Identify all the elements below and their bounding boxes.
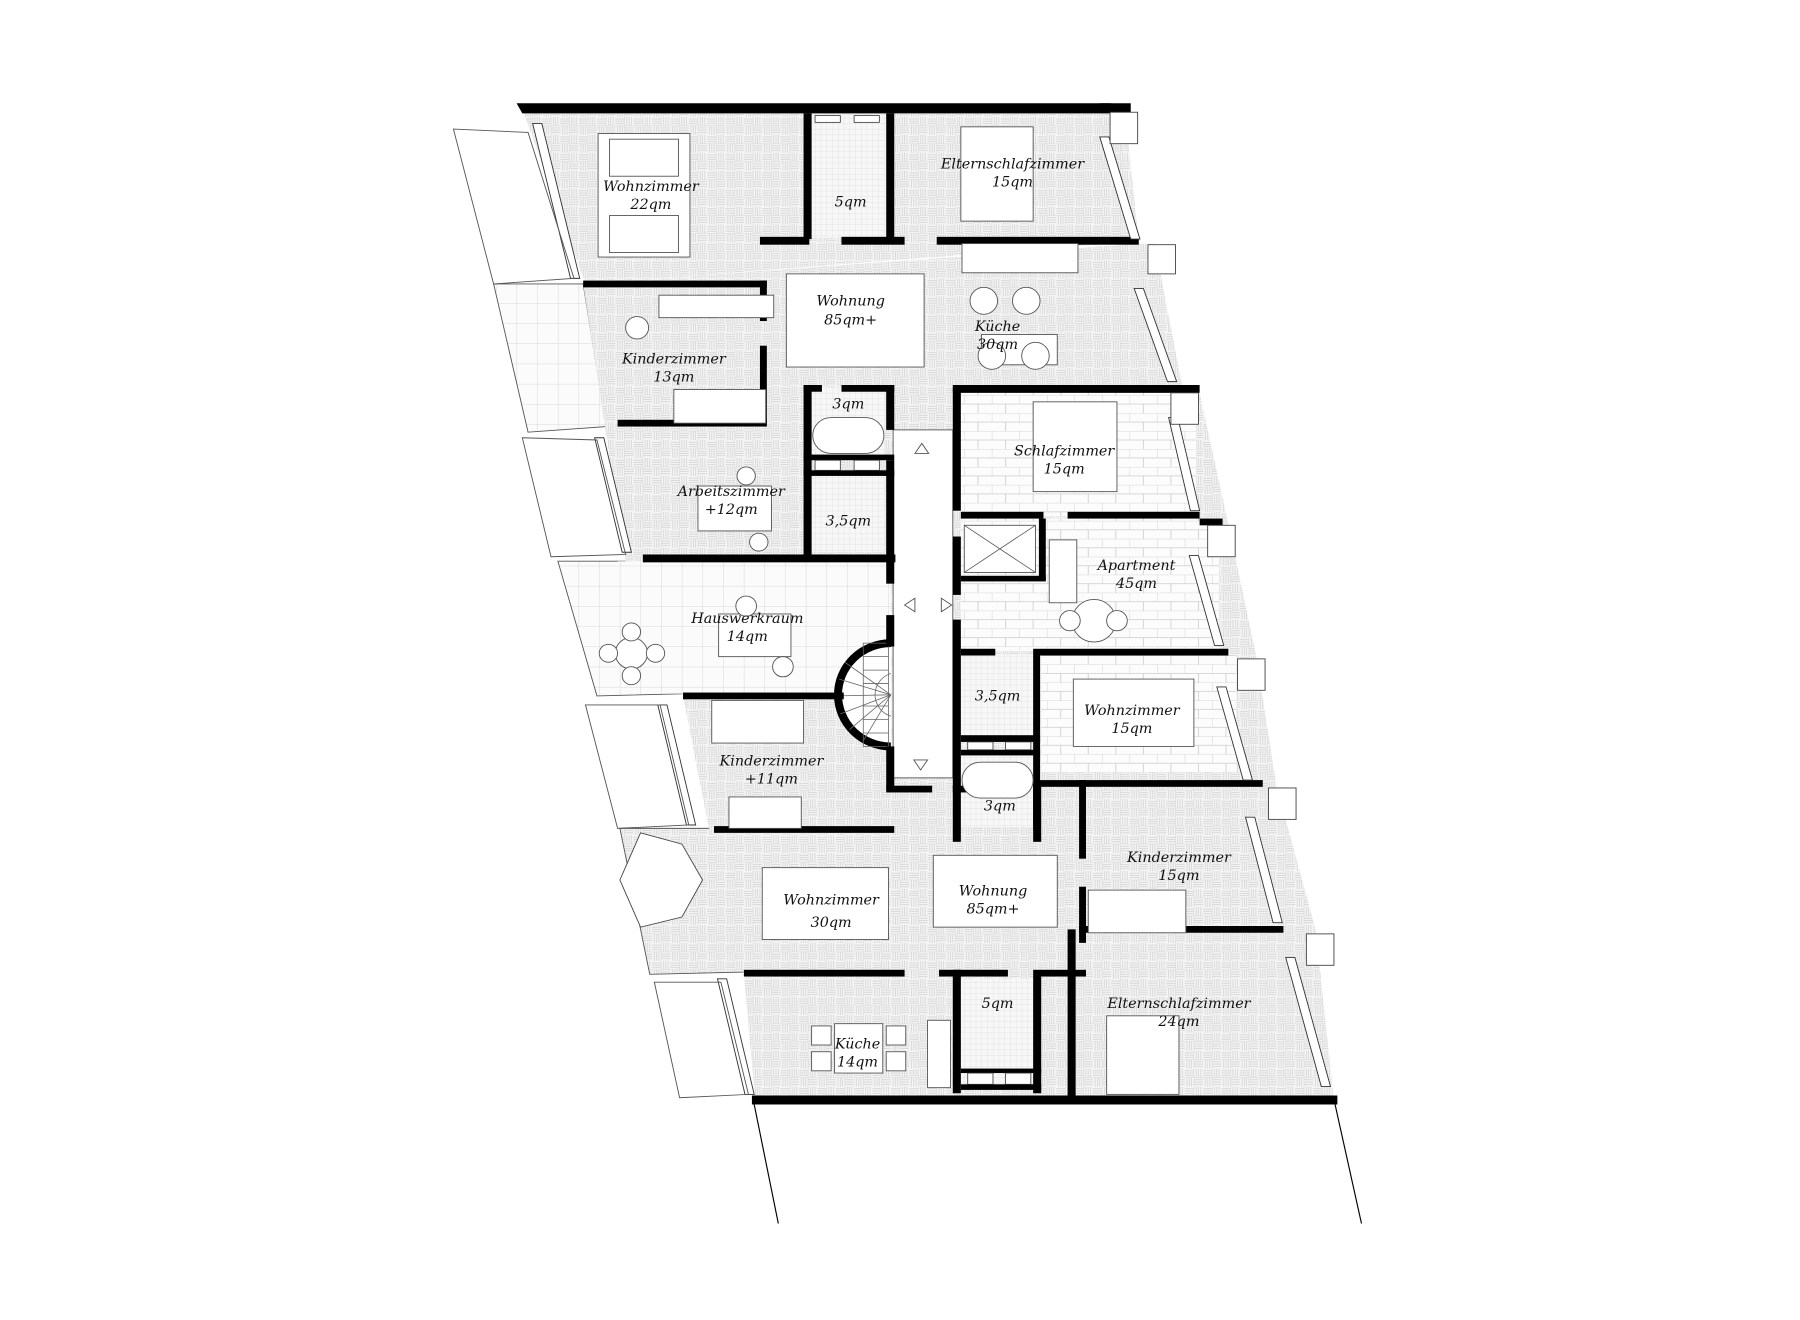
- svg-text:45qm: 45qm: [1115, 576, 1157, 592]
- bathtubs: [812, 417, 1034, 799]
- svg-text:13qm: 13qm: [653, 370, 694, 386]
- furniture: [597, 126, 1195, 1095]
- svg-text:+12qm: +12qm: [705, 502, 758, 518]
- room-label-wohnzimmer-15: Wohnzimmer 15qm: [1084, 703, 1181, 737]
- room-label-wohnung-bottom: Wohnung 85qm+: [959, 884, 1028, 918]
- svg-text:15qm: 15qm: [992, 174, 1033, 190]
- svg-text:Wohnzimmer: Wohnzimmer: [783, 893, 880, 909]
- room-label-kinder-11: Kinderzimmer +11qm: [719, 754, 825, 788]
- sink-fixtures: [814, 115, 1032, 1085]
- svg-text:14qm: 14qm: [727, 629, 768, 645]
- svg-text:Kinderzimmer: Kinderzimmer: [719, 754, 825, 770]
- svg-text:5qm: 5qm: [835, 195, 867, 211]
- svg-text:14qm: 14qm: [837, 1054, 878, 1070]
- walls: [516, 103, 1338, 1105]
- svg-text:3,5qm: 3,5qm: [975, 689, 1021, 705]
- svg-text:3qm: 3qm: [984, 799, 1016, 815]
- room-label-kinder-13: Kinderzimmer 13qm: [621, 352, 727, 386]
- room-label-bath-5-bottom: 5qm: [982, 996, 1014, 1012]
- room-label-bath-5-top: 5qm: [835, 195, 867, 211]
- svg-text:+11qm: +11qm: [745, 772, 798, 788]
- room-label-schlaf-15: Schlafzimmer 15qm: [1014, 444, 1115, 478]
- room-label-kueche-30: Küche 30qm: [974, 319, 1020, 353]
- plant-boxes: [1109, 111, 1335, 966]
- svg-text:Wohnung: Wohnung: [816, 293, 885, 309]
- svg-text:Elternschlafzimmer: Elternschlafzimmer: [1106, 996, 1251, 1012]
- svg-text:30qm: 30qm: [977, 337, 1018, 353]
- svg-text:30qm: 30qm: [811, 915, 852, 931]
- svg-text:Wohnzimmer: Wohnzimmer: [603, 179, 700, 195]
- svg-text:24qm: 24qm: [1157, 1014, 1199, 1030]
- room-label-bath-3-top: 3qm: [832, 397, 864, 413]
- svg-text:Wohnzimmer: Wohnzimmer: [1084, 703, 1181, 719]
- svg-text:15qm: 15qm: [1111, 721, 1152, 737]
- stair-arrow-icon: [903, 442, 953, 771]
- room-label-wohnzimmer-30: Wohnzimmer 30qm: [783, 893, 880, 931]
- spiral-stair: [833, 442, 953, 771]
- svg-text:Elternschlafzimmer: Elternschlafzimmer: [940, 157, 1085, 173]
- svg-text:Schlafzimmer: Schlafzimmer: [1014, 444, 1115, 460]
- room-label-apartment-45: Apartment 45qm: [1096, 558, 1176, 592]
- svg-text:Kinderzimmer: Kinderzimmer: [1126, 850, 1232, 866]
- room-label-hauswerk-14: Hauswerkraum 14qm: [690, 611, 803, 645]
- svg-text:Wohnung: Wohnung: [959, 884, 1028, 900]
- room-label-arbeit-12: Arbeitszimmer +12qm: [676, 484, 787, 518]
- svg-text:15qm: 15qm: [1044, 462, 1085, 478]
- svg-text:Küche: Küche: [974, 319, 1020, 335]
- room-label-eltern-24: Elternschlafzimmer 24qm: [1106, 996, 1251, 1030]
- room-label-wohnzimmer-22: Wohnzimmer 22qm: [603, 179, 700, 213]
- svg-text:85qm+: 85qm+: [824, 313, 877, 329]
- svg-text:Hauswerkraum: Hauswerkraum: [690, 611, 803, 627]
- room-label-wohnung-top: Wohnung 85qm+: [816, 293, 885, 328]
- svg-text:Arbeitszimmer: Arbeitszimmer: [676, 484, 787, 500]
- svg-text:Kinderzimmer: Kinderzimmer: [621, 352, 727, 368]
- svg-text:Küche: Küche: [834, 1037, 880, 1053]
- balconies: [452, 128, 750, 1099]
- room-label-bath-35-right: 3,5qm: [975, 689, 1021, 705]
- room-label-kinder-15: Kinderzimmer 15qm: [1126, 850, 1232, 884]
- svg-text:5qm: 5qm: [982, 996, 1014, 1012]
- svg-text:15qm: 15qm: [1158, 868, 1199, 884]
- room-label-bath-35-left: 3,5qm: [826, 513, 872, 529]
- site-lines: [753, 1104, 1363, 1224]
- svg-text:Apartment: Apartment: [1096, 558, 1176, 574]
- svg-text:85qm+: 85qm+: [966, 902, 1019, 918]
- svg-text:3qm: 3qm: [832, 397, 864, 413]
- room-label-bath-3-bottom: 3qm: [984, 799, 1016, 815]
- svg-text:22qm: 22qm: [629, 197, 671, 213]
- svg-text:3,5qm: 3,5qm: [826, 513, 872, 529]
